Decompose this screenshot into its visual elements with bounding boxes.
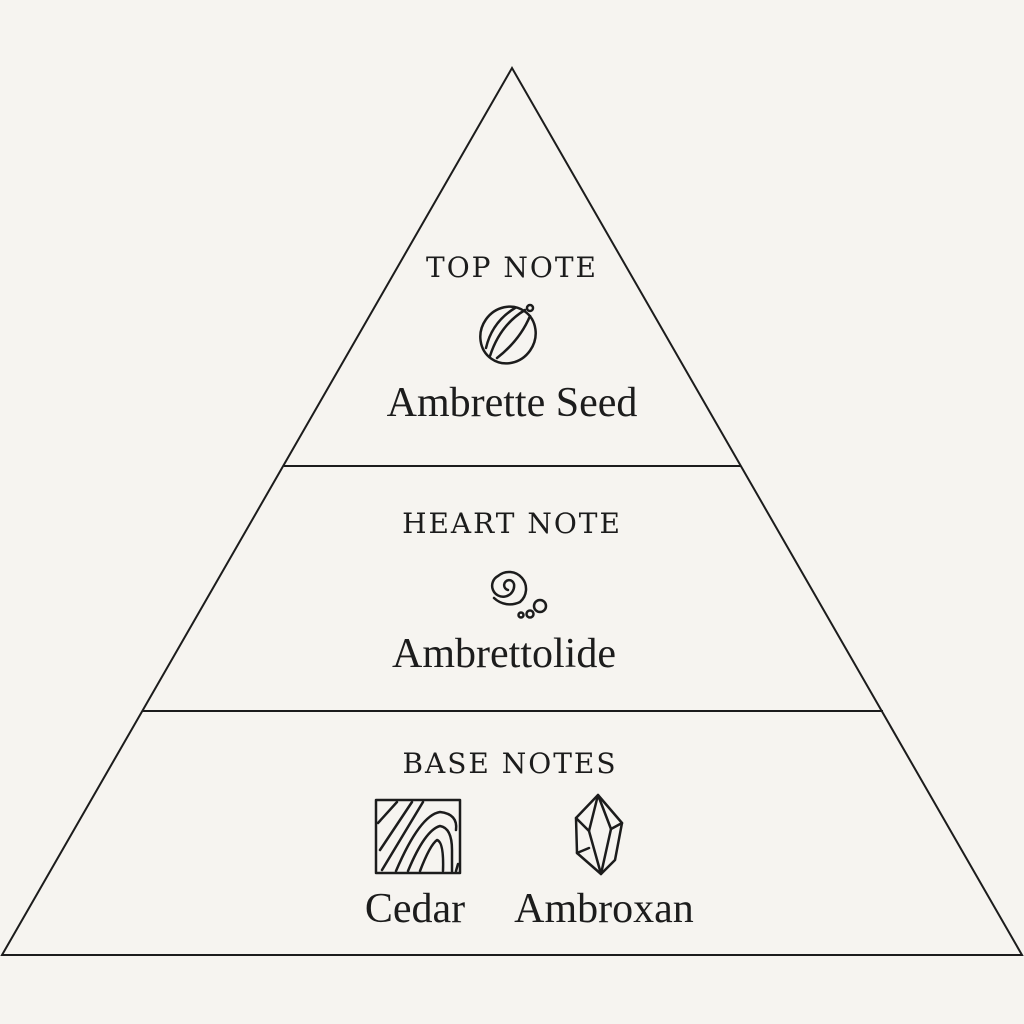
tier-label: BASE NOTES xyxy=(402,747,617,780)
pyramid-outline xyxy=(0,65,1024,956)
wood-grain-icon xyxy=(374,798,462,875)
tier-heart: HEART NOTE Ambrettolide xyxy=(392,507,622,677)
note-name-cedar: Cedar xyxy=(365,886,465,932)
note-name: Ambrettolide xyxy=(392,631,616,677)
spiral-icon xyxy=(490,570,548,619)
seed-icon xyxy=(479,303,537,365)
tier-top: TOP NOTE Ambrette Seed xyxy=(387,251,638,426)
note-name: Ambrette Seed xyxy=(387,380,638,426)
tier-label: HEART NOTE xyxy=(402,507,622,540)
tier-base: BASE NOTES Cedar Ambroxan xyxy=(365,747,694,932)
crystal-icon xyxy=(574,793,624,876)
tier-label: TOP NOTE xyxy=(426,251,598,284)
note-name-ambroxan: Ambroxan xyxy=(514,886,694,932)
